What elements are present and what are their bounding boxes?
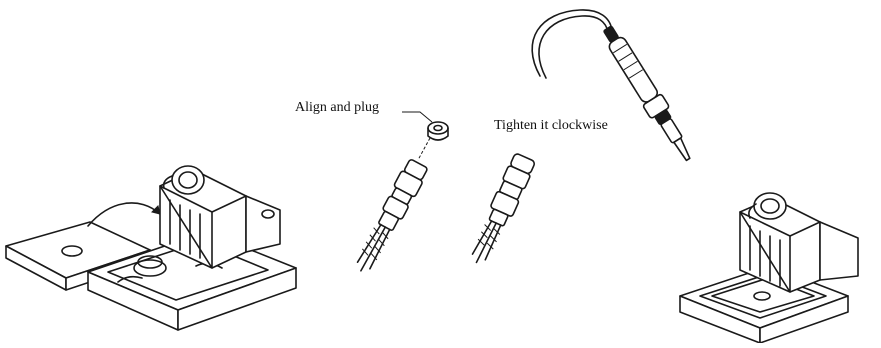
soldering-iron-icon: [532, 10, 698, 165]
heating-element-tighten-icon: [467, 152, 536, 268]
tighten-clockwise-label: Tighten it clockwise: [494, 118, 608, 134]
soldering-stand-complete-icon: [680, 193, 858, 343]
heating-element-align-icon: [351, 112, 448, 277]
stand-with-sponge-icon: [6, 166, 296, 330]
align-and-plug-label: Align and plug: [295, 100, 379, 116]
